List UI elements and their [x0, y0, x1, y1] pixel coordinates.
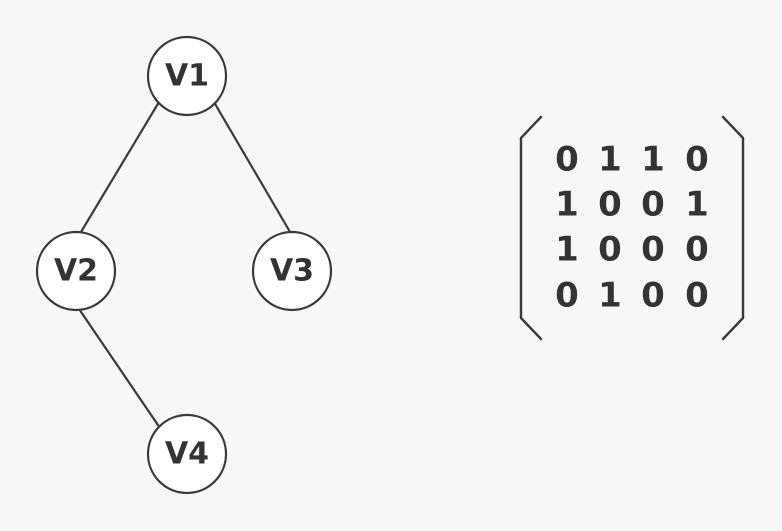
edge-v2-v4 — [76, 305, 161, 429]
matrix-cell-r1-c1: 0 — [598, 185, 622, 225]
edge-v1-v2 — [77, 96, 163, 238]
edge-v1-v3 — [210, 96, 294, 238]
matrix-cell-r0-c3: 0 — [685, 140, 709, 180]
matrix-cell-r2-c2: 0 — [641, 230, 665, 270]
node-v1: V1 — [146, 35, 228, 117]
matrix-cell-r1-c0: 1 — [555, 185, 579, 225]
node-label-v2: V2 — [54, 254, 98, 289]
node-v4: V4 — [146, 413, 228, 495]
node-v2: V2 — [35, 230, 117, 312]
matrix-cell-r3-c1: 1 — [598, 276, 622, 316]
matrix-cell-r0-c2: 1 — [641, 140, 665, 180]
matrix-cell-r3-c3: 0 — [685, 276, 709, 316]
node-label-v1: V1 — [165, 59, 209, 94]
matrix-cell-r3-c2: 0 — [641, 276, 665, 316]
node-v3: V3 — [251, 230, 333, 312]
matrix-cell-r2-c0: 1 — [555, 230, 579, 270]
matrix-cell-r2-c1: 0 — [598, 230, 622, 270]
matrix-left-bracket — [519, 115, 543, 341]
matrix-cell-r3-c0: 0 — [555, 276, 579, 316]
node-label-v4: V4 — [165, 437, 209, 472]
matrix-cell-r0-c1: 1 — [598, 140, 622, 180]
matrix-cell-r1-c3: 1 — [685, 185, 709, 225]
matrix-right-bracket — [721, 115, 745, 341]
matrix-cell-r2-c3: 0 — [685, 230, 709, 270]
node-label-v3: V3 — [270, 254, 314, 289]
matrix-cell-r0-c0: 0 — [555, 140, 579, 180]
matrix-cell-r1-c2: 0 — [641, 185, 665, 225]
